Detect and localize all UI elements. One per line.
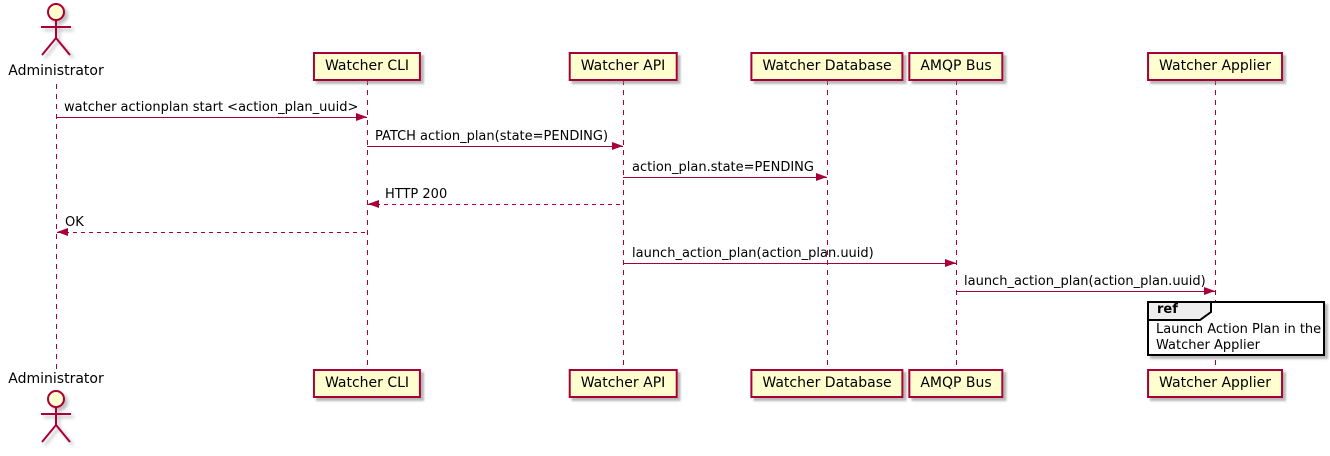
- ref-text: Launch Action Plan in the Watcher Applie…: [1156, 322, 1321, 354]
- participant-box-watcher-api-top: Watcher API: [568, 52, 678, 81]
- arrowhead-icon: [1204, 287, 1215, 295]
- arrowhead-icon: [816, 173, 827, 181]
- message-line: [956, 291, 1215, 293]
- message-line: [623, 263, 956, 265]
- message-label: HTTP 200: [385, 187, 448, 202]
- lifeline-watcher-api: [622, 80, 624, 369]
- participant-box-watcher-database-bottom: Watcher Database: [750, 369, 904, 398]
- message-line: [56, 117, 367, 119]
- message-label: launch_action_plan(action_plan.uuid): [632, 246, 874, 261]
- arrowhead-icon: [57, 228, 68, 236]
- arrowhead-icon: [368, 200, 379, 208]
- lifeline-watcher-applier: [1214, 80, 1216, 369]
- participant-box-watcher-applier-top: Watcher Applier: [1147, 52, 1283, 81]
- ref-text-line2: Watcher Applier: [1156, 338, 1260, 353]
- participant-box-watcher-api-bottom: Watcher API: [568, 369, 678, 398]
- message-line: [368, 204, 623, 206]
- message-line: [623, 177, 827, 179]
- ref-keyword: ref: [1157, 302, 1178, 317]
- participant-box-amqp-bus-top: AMQP Bus: [908, 52, 1004, 81]
- lifeline-amqp-bus: [955, 80, 957, 369]
- arrowhead-icon: [356, 113, 367, 121]
- participant-box-watcher-cli-bottom: Watcher CLI: [312, 369, 422, 398]
- ref-tab-shape: [1147, 301, 1212, 321]
- participant-administrator-top-label: Administrator: [8, 63, 104, 79]
- ref-text-line1: Launch Action Plan in the: [1156, 322, 1322, 337]
- arrowhead-icon: [945, 259, 956, 267]
- participant-box-watcher-database-top: Watcher Database: [750, 52, 904, 81]
- participant-box-amqp-bus-bottom: AMQP Bus: [908, 369, 1004, 398]
- message-label: watcher actionplan start <action_plan_uu…: [64, 100, 359, 115]
- message-label: OK: [65, 215, 84, 230]
- participant-box-watcher-cli-top: Watcher CLI: [312, 52, 422, 81]
- ref-fragment: ref Launch Action Plan in the Watcher Ap…: [1147, 301, 1325, 356]
- actor-icon: [41, 3, 71, 56]
- message-label: launch_action_plan(action_plan.uuid): [964, 274, 1206, 289]
- participant-box-watcher-applier-bottom: Watcher Applier: [1147, 369, 1283, 398]
- actor-icon: [41, 390, 71, 443]
- arrowhead-icon: [612, 142, 623, 150]
- lifeline-watcher-database: [826, 80, 828, 369]
- message-label: action_plan.state=PENDING: [632, 160, 814, 175]
- lifeline-administrator: [55, 84, 57, 369]
- lifeline-watcher-cli: [366, 80, 368, 369]
- participant-administrator-bottom-label: Administrator: [8, 371, 104, 387]
- message-label: PATCH action_plan(state=PENDING): [375, 129, 609, 144]
- message-line: [367, 146, 623, 148]
- message-line: [57, 232, 367, 234]
- ref-tab: ref: [1147, 301, 1213, 322]
